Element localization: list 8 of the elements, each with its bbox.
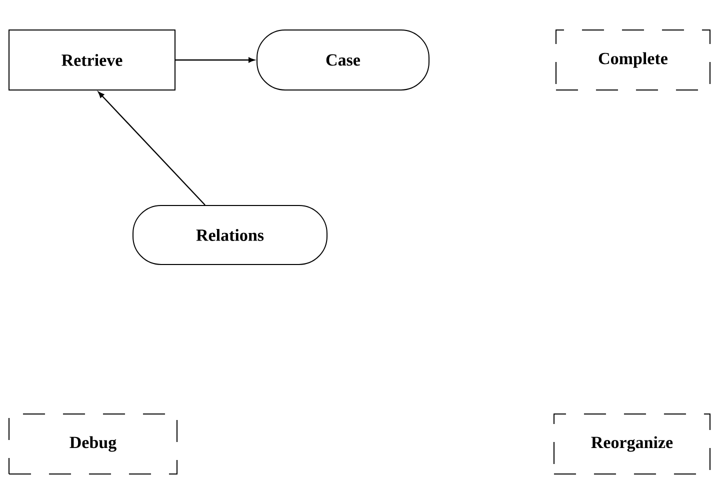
arrow <box>176 57 255 63</box>
rounded-box: Case <box>256 30 430 90</box>
dashed-box: Debug <box>8 413 178 474</box>
process-box: Retrieve <box>8 30 176 90</box>
dashed-box: Complete <box>556 30 710 90</box>
dashed-box: Reorganize <box>554 413 710 474</box>
arrow <box>98 92 206 206</box>
rounded-box: Relations <box>132 205 328 265</box>
